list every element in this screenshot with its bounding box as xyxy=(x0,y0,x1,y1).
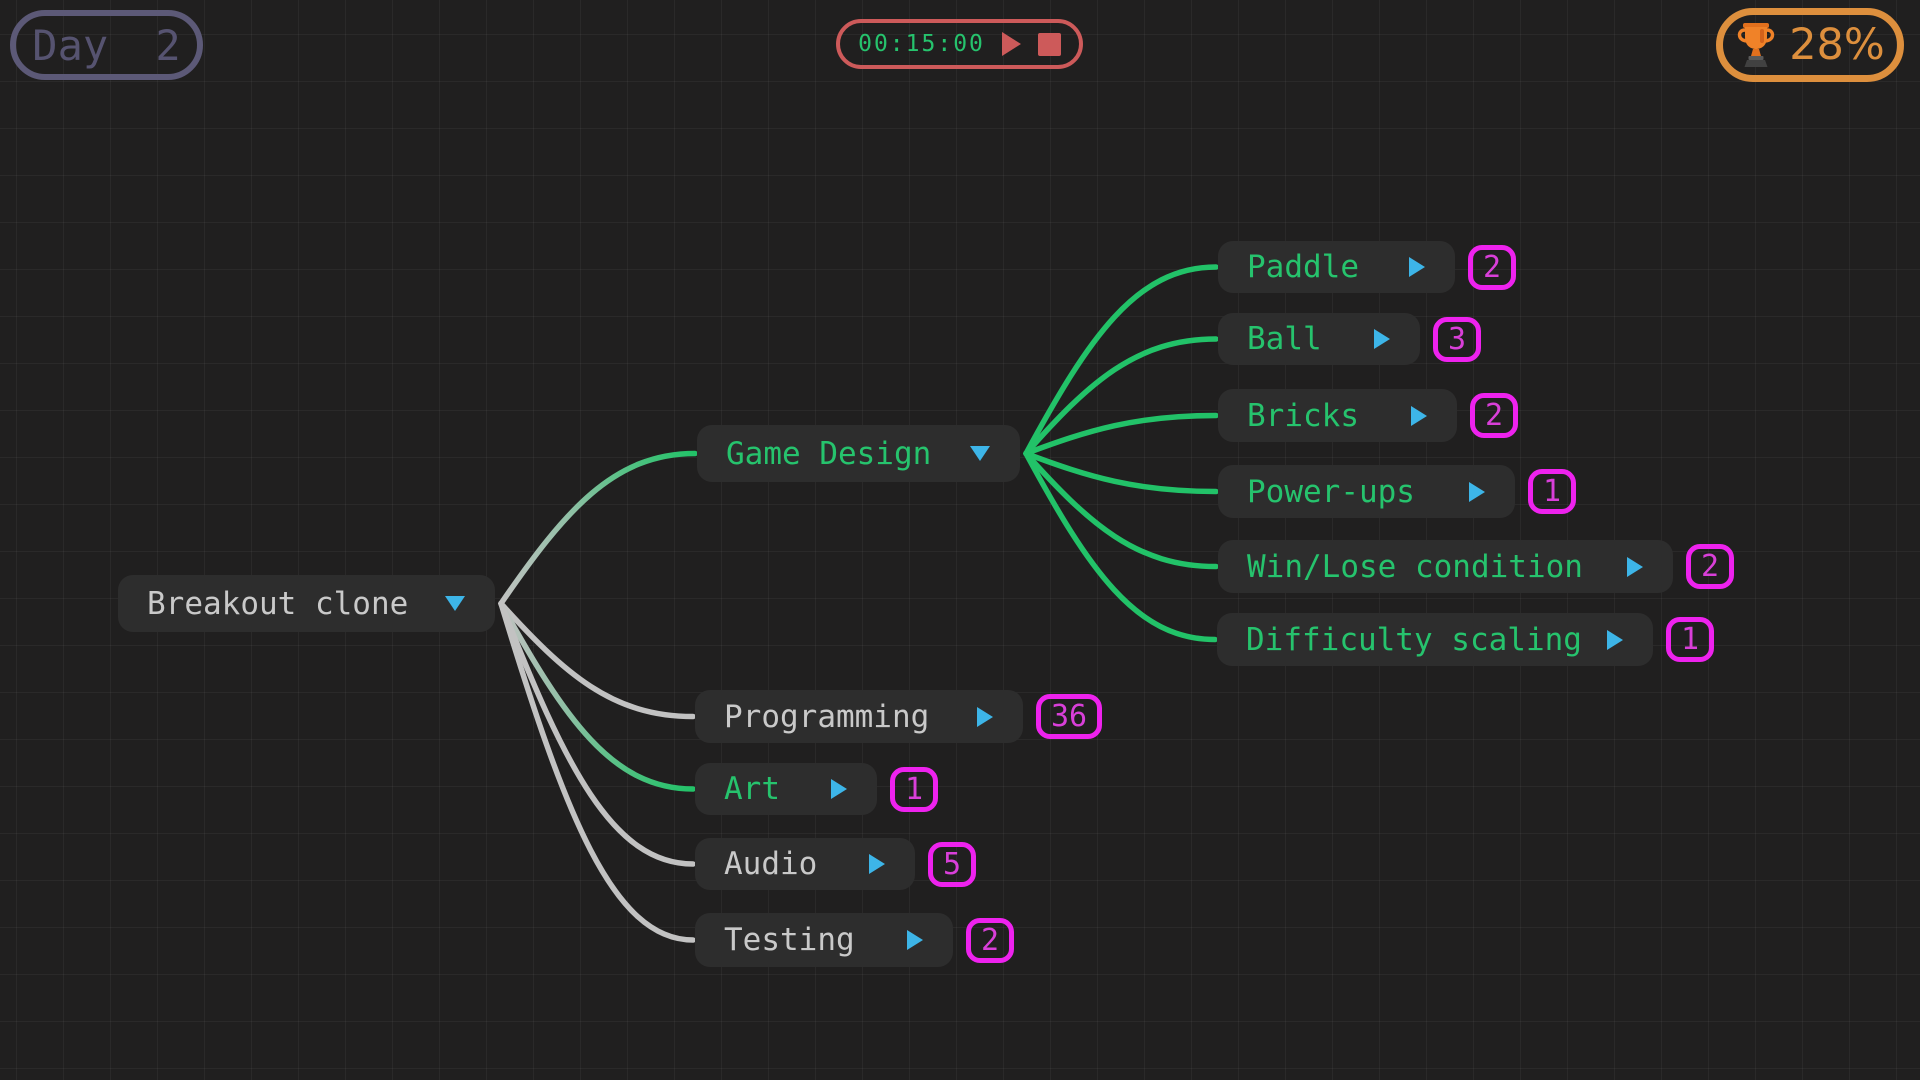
day-badge: Day 2 xyxy=(10,10,203,80)
timer: 00:15:00 xyxy=(836,19,1083,69)
edge-game_design-paddle xyxy=(1023,264,1219,457)
node-label: Bricks xyxy=(1247,397,1359,434)
expand-toggle-icon[interactable] xyxy=(831,779,847,799)
task-count-badge[interactable]: 2 xyxy=(966,917,1015,963)
mindmap-node-root[interactable]: Breakout clone xyxy=(118,575,495,632)
expand-toggle-icon[interactable] xyxy=(1411,405,1427,426)
edge-game_design-bricks xyxy=(1023,412,1219,457)
node-label: Game Design xyxy=(726,435,932,472)
expand-toggle-icon[interactable] xyxy=(1374,329,1390,349)
day-label: Day 2 xyxy=(32,20,181,70)
edge-game_design-power_ups xyxy=(1023,450,1219,495)
progress-percent: 28% xyxy=(1789,20,1885,70)
mindmap-node-win_lose[interactable]: Win/Lose condition xyxy=(1218,540,1673,593)
edge-root-testing xyxy=(498,600,696,943)
collapse-toggle-icon[interactable] xyxy=(445,596,465,611)
expand-toggle-icon[interactable] xyxy=(907,930,923,950)
node-label: Win/Lose condition xyxy=(1247,548,1583,585)
collapse-toggle-icon[interactable] xyxy=(970,446,990,461)
mindmap-node-ball[interactable]: Ball xyxy=(1218,313,1420,365)
node-label: Breakout clone xyxy=(147,585,409,622)
mindmap-node-testing[interactable]: Testing xyxy=(695,913,953,967)
task-count-badge[interactable]: 3 xyxy=(1433,316,1482,362)
expand-toggle-icon[interactable] xyxy=(1607,629,1623,650)
task-count-badge[interactable]: 1 xyxy=(890,766,939,812)
mindmap-node-audio[interactable]: Audio xyxy=(695,838,915,890)
edge-root-audio xyxy=(498,600,696,867)
edge-root-game_design xyxy=(498,450,698,607)
mindmap-node-power_ups[interactable]: Power-ups xyxy=(1218,465,1515,518)
expand-toggle-icon[interactable] xyxy=(1409,257,1425,277)
mindmap-node-programming[interactable]: Programming xyxy=(695,690,1023,743)
mindmap-node-game_design[interactable]: Game Design xyxy=(697,425,1020,482)
expand-toggle-icon[interactable] xyxy=(977,706,993,727)
expand-toggle-icon[interactable] xyxy=(869,854,885,874)
expand-toggle-icon[interactable] xyxy=(1469,481,1485,502)
mindmap-node-art[interactable]: Art xyxy=(695,763,877,815)
node-label: Audio xyxy=(724,846,818,882)
mindmap-node-difficulty[interactable]: Difficulty scaling xyxy=(1217,613,1653,666)
mindmap-node-paddle[interactable]: Paddle xyxy=(1218,241,1455,293)
node-label: Programming xyxy=(724,698,930,735)
timer-time: 00:15:00 xyxy=(858,31,985,57)
task-count-badge[interactable]: 1 xyxy=(1528,469,1577,514)
trophy-icon xyxy=(1738,23,1775,67)
edge-game_design-difficulty xyxy=(1023,450,1218,643)
task-count-badge[interactable]: 2 xyxy=(1686,544,1735,589)
stop-icon[interactable] xyxy=(1037,32,1061,56)
progress-badge: 28% xyxy=(1716,8,1904,82)
task-count-badge[interactable]: 36 xyxy=(1036,694,1103,739)
mindmap-node-bricks[interactable]: Bricks xyxy=(1218,389,1457,442)
node-label: Power-ups xyxy=(1247,473,1415,510)
edge-root-art xyxy=(498,600,696,792)
node-label: Paddle xyxy=(1247,249,1359,285)
edge-game_design-win_lose xyxy=(1023,450,1219,570)
node-label: Difficulty scaling xyxy=(1246,621,1582,658)
play-icon[interactable] xyxy=(1001,32,1021,56)
edge-root-programming xyxy=(498,600,696,720)
node-label: Art xyxy=(724,771,780,807)
task-count-badge[interactable]: 1 xyxy=(1666,617,1715,662)
node-label: Testing xyxy=(724,922,855,958)
expand-toggle-icon[interactable] xyxy=(1627,556,1643,577)
node-label: Ball xyxy=(1247,321,1322,357)
edge-game_design-ball xyxy=(1023,336,1219,457)
task-count-badge[interactable]: 2 xyxy=(1470,393,1519,438)
task-count-badge[interactable]: 5 xyxy=(928,841,977,887)
task-count-badge[interactable]: 2 xyxy=(1468,244,1517,290)
